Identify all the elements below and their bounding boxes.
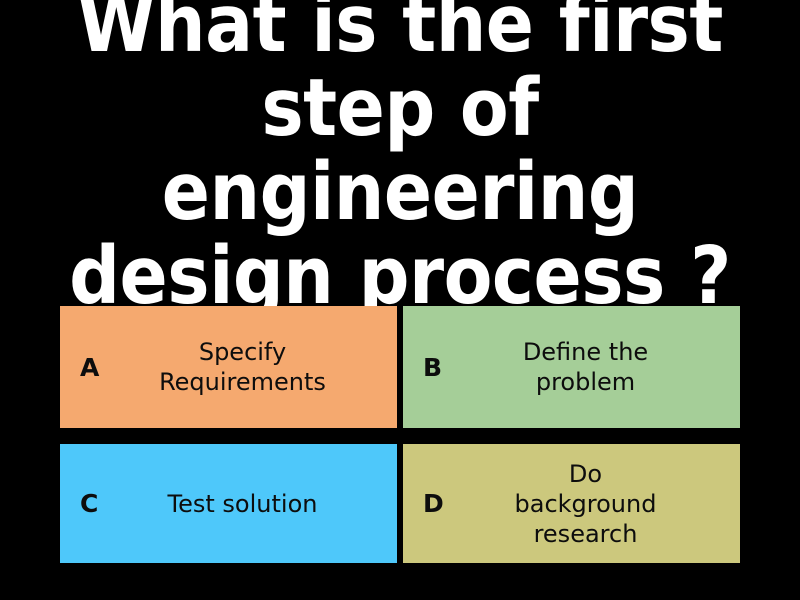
answer-text-a: Specify Requirements [159, 338, 326, 396]
question-area: What is the first step of engineering de… [69, 0, 731, 318]
answer-option-c[interactable]: C Test solution [60, 444, 397, 563]
answer-text-c: Test solution [167, 489, 318, 518]
answer-text-d: Do background research [514, 459, 657, 548]
answer-option-d[interactable]: D Do background research [403, 444, 740, 563]
question-text: What is the first step of engineering de… [69, 0, 731, 322]
answer-options-grid: A Specify Requirements B Define the prob… [60, 306, 740, 563]
answer-letter-d: D [423, 489, 444, 518]
answer-option-a[interactable]: A Specify Requirements [60, 306, 397, 428]
answer-letter-c: C [80, 489, 99, 518]
answer-option-b[interactable]: B Define the problem [403, 306, 740, 428]
answer-letter-a: A [80, 352, 100, 382]
answer-text-b: Define the problem [522, 338, 649, 396]
answer-letter-b: B [423, 352, 443, 382]
